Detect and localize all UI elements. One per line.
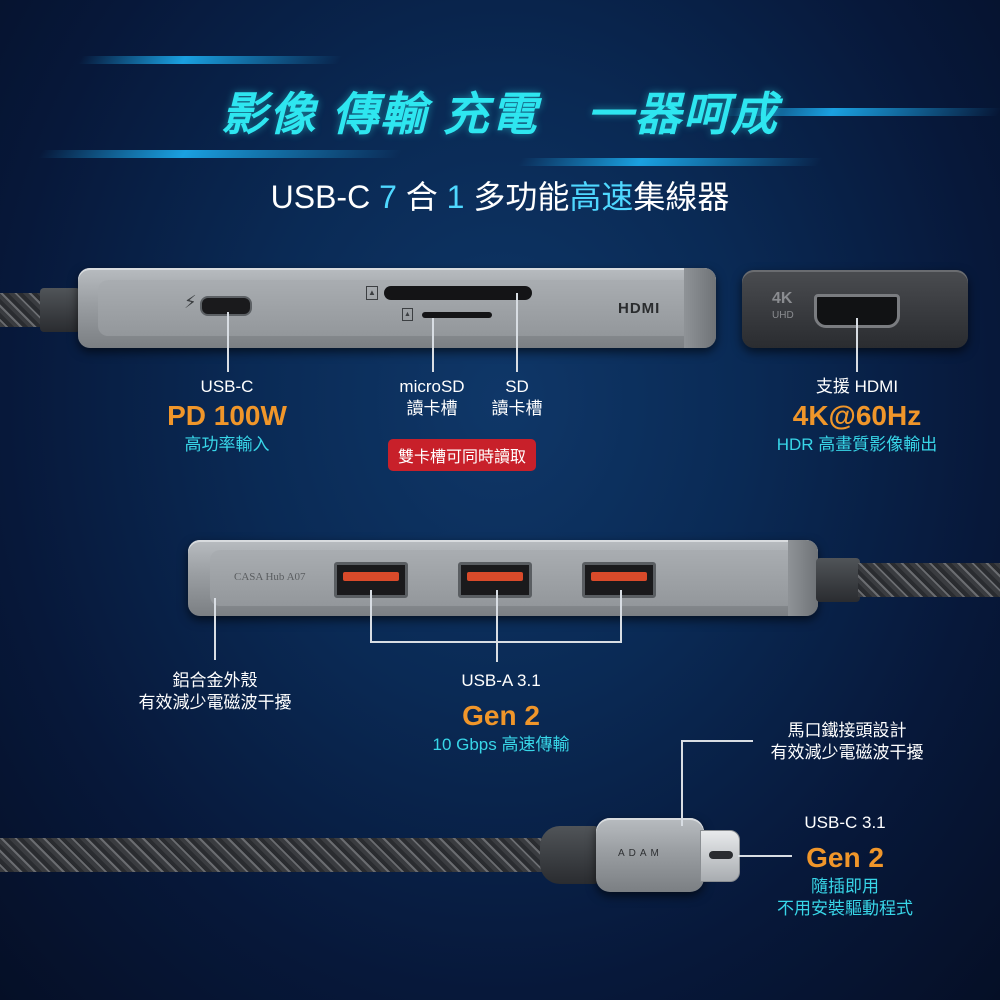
header-stripe-top [77,56,343,64]
microsd-card-slot [422,312,492,318]
hdmi-adapter-body: 4K UHD [742,270,968,348]
label-hdmi-spec: 4K@60Hz [792,400,922,431]
page-title: 影像 傳輸 充電 一器呵成 [221,88,779,140]
bottom-hub-model-print: CASA Hub A07 [234,571,306,583]
label-shell-line1: 鋁合金外殼 [172,671,258,690]
header-stripe-left [37,150,403,158]
label-usbc31-name: USB-C 3.1 [804,813,886,832]
label-usbc31-line2: 不用安裝驅動程式 [777,899,913,918]
label-usb-c-desc: 高功率輸入 [184,435,270,454]
label-usb-c: USB-C PD 100W 高功率輸入 [137,376,317,456]
label-usb-c-name: USB-C [200,377,254,396]
label-sd-name: SD [505,377,529,396]
connector-usb-c-plug [700,830,740,882]
usb-a-port-3 [582,562,656,598]
label-microsd-desc: 讀卡槽 [406,399,458,418]
page-subtitle: USB-C 7 合 1 多功能高速集線器 [270,179,730,215]
lightning-icon: ⚡ [184,292,197,312]
bottom-hub-cable-collar [816,558,860,602]
label-microsd-name: microSD [399,377,465,396]
sd-card-icon: ▲ [366,286,378,300]
connector-strain-relief [540,826,600,884]
hdmi-callout-line [856,318,858,372]
hdmi-adapter-uhd-print: UHD [772,310,794,321]
label-usbc31: USB-C 3.1 Gen 2 隨插即用 不用安裝驅動程式 [750,812,940,920]
label-hdmi-name: 支援 HDMI [815,377,899,396]
label-shell: 鋁合金外殼 有效減少電磁波干擾 [110,670,320,714]
top-hub-cable-collar [40,288,80,332]
label-usb-c-spec: PD 100W [167,400,287,431]
connector-brand-print: ADAM [618,848,663,859]
label-hdmi-desc: HDR 高畫質影像輸出 [776,435,938,454]
microsd-callout-line [432,318,434,372]
label-hdmi: 支援 HDMI 4K@60Hz HDR 高畫質影像輸出 [752,376,962,456]
label-usb-a-name: USB-A 3.1 [461,671,541,690]
sd-card-slot [384,286,532,300]
usb-a-bracket-mid [496,590,498,662]
top-hub-body: ⚡ ▲ ▲ HDMI [78,268,716,348]
label-horseshoe-line2: 有效減少電磁波干擾 [770,743,924,762]
microsd-card-icon: ▲ [402,308,413,321]
horseshoe-callout-horizontal [681,740,753,742]
bottom-hub-body: CASA Hub A07 [188,540,818,616]
label-usbc31-spec: Gen 2 [806,842,884,873]
hdmi-print: HDMI [618,300,661,317]
usbc31-callout-line [738,855,792,857]
top-hub-end-cap [684,268,716,348]
usb-a-port-2 [458,562,532,598]
label-horseshoe-line1: 馬口鐵接頭設計 [787,721,907,740]
shell-callout-line [214,598,216,660]
usb-a-bracket-left [370,590,372,642]
sd-callout-line [516,293,518,372]
label-horseshoe: 馬口鐵接頭設計 有效減少電磁波干擾 [742,720,952,764]
usb-c-port [200,296,252,316]
hdmi-adapter-4k-print: 4K [772,290,793,307]
bottom-hub-cable [858,563,1000,597]
label-sd-desc: 讀卡槽 [491,399,543,418]
label-microsd: microSD 讀卡槽 [372,376,492,420]
horseshoe-callout-vertical [681,740,683,826]
bottom-hub-end-cap [788,540,818,616]
dual-card-badge: 雙卡槽可同時讀取 [388,439,537,471]
label-usb-a-spec: Gen 2 [462,700,540,731]
connector-body: ADAM [596,818,704,892]
label-usbc31-line1: 隨插即用 [811,877,879,896]
label-sd: SD 讀卡槽 [467,376,567,420]
label-usb-a-desc: 10 Gbps 高速傳輸 [432,735,570,754]
label-shell-line2: 有效減少電磁波干擾 [138,693,292,712]
usb-a-bracket-bottom [370,641,622,643]
label-usb-a: USB-A 3.1 Gen 2 10 Gbps 高速傳輸 [396,670,606,756]
header-stripe-bottom [517,158,823,166]
usb-c-callout-line [227,312,229,372]
usb-a-bracket-right [620,590,622,642]
connector-cable [0,838,560,872]
